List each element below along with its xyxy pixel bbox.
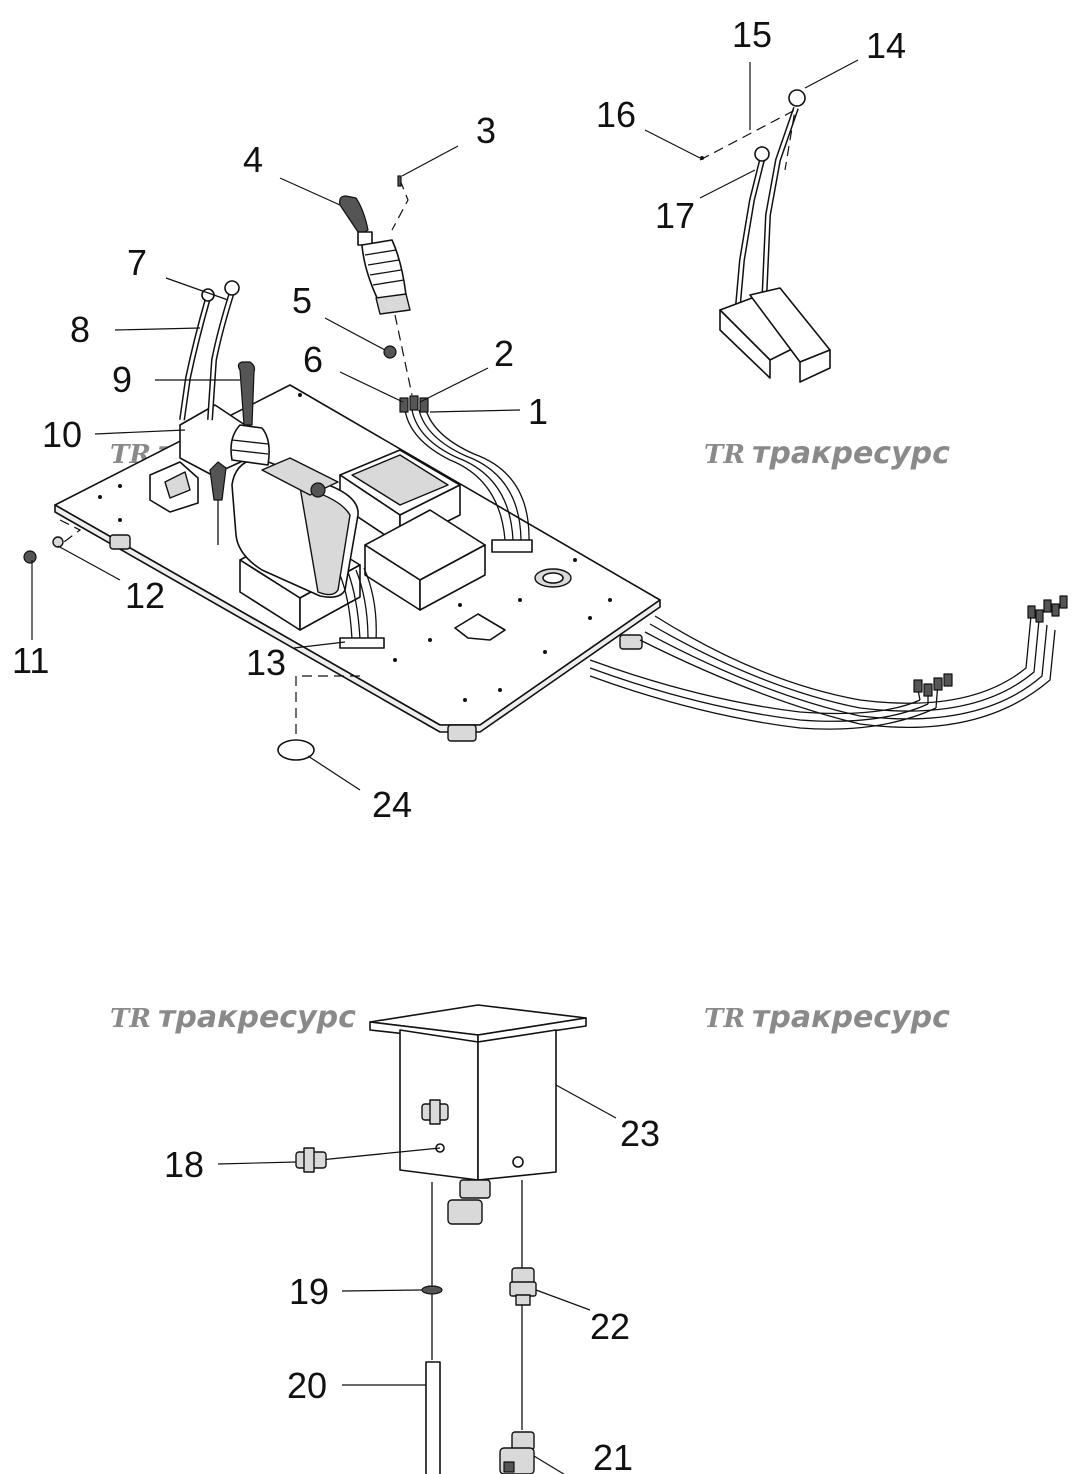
nut-5 xyxy=(383,345,397,359)
watermark-text: тракресурс xyxy=(158,1000,356,1035)
callout-24: 24 xyxy=(372,784,412,825)
watermark-bottom-right: TR тракресурс xyxy=(704,1000,950,1035)
hose-bundle-13 xyxy=(339,567,385,649)
callout-4: 4 xyxy=(243,139,263,180)
elbow-fitting-bottom xyxy=(447,1179,491,1225)
pedal-knob-14 xyxy=(788,89,806,107)
callout-9: 9 xyxy=(112,359,132,400)
joystick-left-grip xyxy=(237,361,256,426)
hose-bundle-right xyxy=(589,615,1056,730)
callout-19: 19 xyxy=(289,1271,329,1312)
plate-feet xyxy=(109,534,643,742)
leader-lines xyxy=(31,59,859,1474)
pin-16 xyxy=(700,156,704,160)
joystick-left-boot xyxy=(230,424,270,466)
callout-1: 1 xyxy=(528,391,548,432)
pedal-rod-17 xyxy=(735,159,765,306)
bolt-20 xyxy=(425,1361,441,1474)
lever-knob-7 xyxy=(224,280,240,296)
callout-5: 5 xyxy=(292,280,312,321)
washer-19 xyxy=(421,1285,443,1295)
callout-3: 3 xyxy=(476,110,496,151)
fitting-22 xyxy=(509,1267,537,1306)
hose-end-fittings xyxy=(913,595,1068,697)
callout-12: 12 xyxy=(125,575,165,616)
pedal-assembly xyxy=(699,89,831,383)
fittings-1-2-6 xyxy=(399,395,429,413)
hose-bundle-center xyxy=(404,409,533,553)
watermark-top-right: TR тракресурс xyxy=(704,436,950,471)
mount-hardware xyxy=(23,519,360,761)
callout-16: 16 xyxy=(596,94,636,135)
callout-17: 17 xyxy=(655,195,695,236)
plate-cutout xyxy=(454,613,506,641)
small-lever xyxy=(209,461,227,501)
nut-11 xyxy=(23,550,37,564)
screw-3 xyxy=(397,175,402,187)
watermark-logo: TR xyxy=(704,440,745,470)
callout-21: 21 xyxy=(593,1437,633,1474)
callout-6: 6 xyxy=(303,339,323,380)
console-plate-assembly xyxy=(54,280,1068,742)
callout-10: 10 xyxy=(42,414,82,455)
joystick-grip xyxy=(339,195,369,236)
watermark-text: тракресурс xyxy=(752,436,950,471)
joystick-4-assembly xyxy=(339,175,413,396)
callout-13: 13 xyxy=(246,642,286,683)
fitting-21 xyxy=(499,1431,535,1474)
watermark-logo: TR xyxy=(704,1004,745,1034)
joystick-base xyxy=(375,293,411,315)
callout-2: 2 xyxy=(494,333,514,374)
callout-15: 15 xyxy=(732,14,772,55)
joystick-axis xyxy=(394,314,413,396)
callout-18: 18 xyxy=(164,1144,204,1185)
callout-labels: 1 2 3 4 5 6 7 8 9 10 11 12 13 14 15 16 1… xyxy=(12,14,906,1474)
washer-12 xyxy=(52,536,64,548)
console-knob xyxy=(310,482,326,498)
fitting-18 xyxy=(295,1147,327,1173)
callout-11: 11 xyxy=(12,640,49,681)
base-plate xyxy=(54,384,661,726)
callout-22: 22 xyxy=(590,1306,630,1347)
callout-20: 20 xyxy=(287,1365,327,1406)
watermark-text: тракресурс xyxy=(752,1000,950,1035)
callout-8: 8 xyxy=(70,309,90,350)
pedal-knob-17 xyxy=(754,146,770,162)
pedal-axis xyxy=(699,108,796,171)
block-fitting xyxy=(421,1099,449,1125)
grommet-24 xyxy=(277,739,315,761)
watermark-logo: TR xyxy=(110,1004,151,1034)
watermark-bottom-left: TR тракресурс xyxy=(110,1000,356,1035)
callout-7: 7 xyxy=(127,242,147,283)
callout-14: 14 xyxy=(866,25,906,66)
mount-axis-24 xyxy=(295,675,360,735)
valve-block-assembly xyxy=(295,1004,587,1474)
callout-23: 23 xyxy=(620,1113,660,1154)
